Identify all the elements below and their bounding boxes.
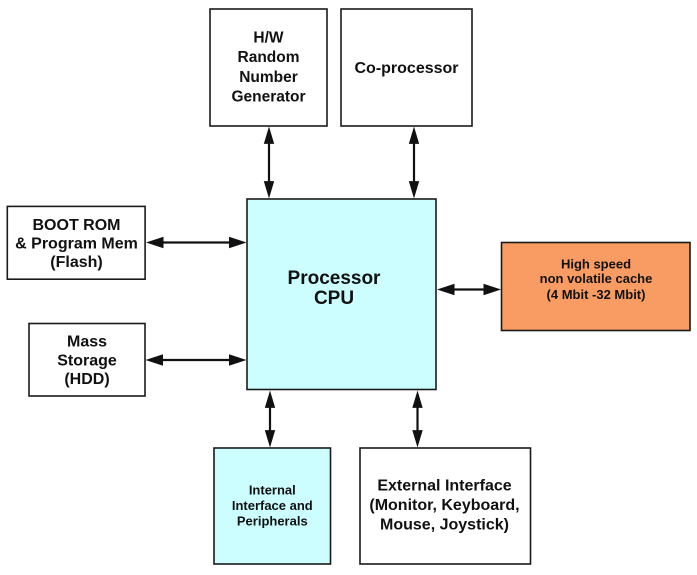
svg-text:(Flash): (Flash) xyxy=(50,254,102,271)
svg-text:Internal: Internal xyxy=(249,483,296,498)
svg-text:High speed: High speed xyxy=(561,257,631,272)
svg-text:Generator: Generator xyxy=(231,89,305,106)
svg-text:Number: Number xyxy=(239,69,298,86)
svg-text:& Program Mem: & Program Mem xyxy=(15,236,138,253)
svg-text:(Monitor, Keyboard,: (Monitor, Keyboard, xyxy=(369,497,519,514)
svg-text:Interface and: Interface and xyxy=(232,498,313,513)
svg-text:Processor: Processor xyxy=(288,268,382,289)
svg-text:non volatile cache: non volatile cache xyxy=(540,271,653,286)
svg-text:Mass: Mass xyxy=(67,334,107,351)
svg-text:BOOT ROM: BOOT ROM xyxy=(33,217,121,234)
svg-text:CPU: CPU xyxy=(314,288,354,309)
svg-text:Co-processor: Co-processor xyxy=(354,60,458,77)
svg-text:External Interface: External Interface xyxy=(377,478,511,495)
svg-text:(4 Mbit -32 Mbit): (4 Mbit -32 Mbit) xyxy=(547,287,646,302)
svg-text:H/W: H/W xyxy=(253,30,284,47)
svg-text:Random: Random xyxy=(238,49,300,66)
svg-text:Storage: Storage xyxy=(57,353,117,370)
svg-text:Peripherals: Peripherals xyxy=(237,514,308,529)
svg-text:(HDD): (HDD) xyxy=(64,371,109,388)
svg-text:Mouse, Joystick): Mouse, Joystick) xyxy=(380,517,509,534)
